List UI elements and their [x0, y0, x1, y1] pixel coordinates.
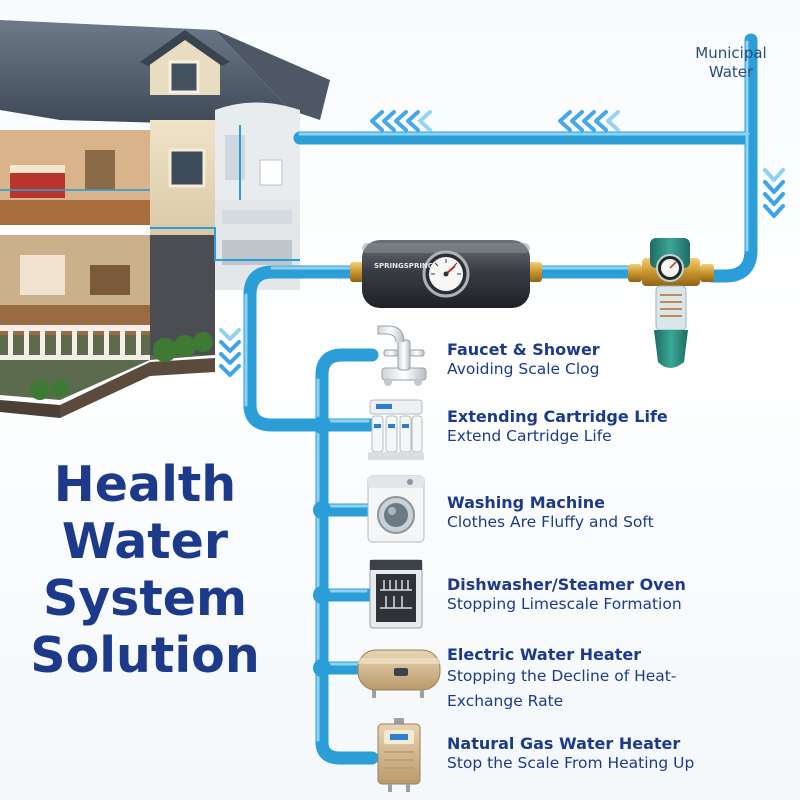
application-desc: Extend Cartridge Life [447, 427, 612, 445]
spin-down-prefilter [628, 238, 714, 368]
municipal-water-label: Municipal Water [676, 44, 786, 82]
application-faucet: Faucet & Shower Avoiding Scale Clog [447, 340, 600, 379]
application-cartridge: Extending Cartridge Life Extend Cartridg… [447, 407, 668, 446]
ro-purifier-icon [368, 399, 424, 460]
application-dishwasher: Dishwasher/Steamer Oven Stopping Limesca… [447, 575, 686, 614]
flow-arrow-left-1 [370, 110, 432, 132]
flow-arrow-left-2 [558, 110, 620, 132]
headline-line-4: Solution [30, 627, 260, 684]
headline: Health Water System Solution [10, 456, 280, 684]
gas-heater-icon [377, 718, 421, 792]
headline-line-1: Health [53, 456, 237, 513]
application-title: Washing Machine [447, 493, 606, 512]
source-label-line-1: Municipal [695, 44, 767, 62]
application-desc: Clothes Are Fluffy and Soft [447, 513, 654, 531]
application-electric-heater: Electric Water Heater Stopping the Decli… [447, 645, 747, 714]
application-title: Extending Cartridge Life [447, 407, 668, 426]
application-gas-heater: Natural Gas Water Heater Stop the Scale … [447, 734, 694, 773]
application-desc: Avoiding Scale Clog [447, 360, 600, 378]
application-desc: Stop the Scale From Heating Up [447, 754, 695, 772]
washing-machine-icon [367, 475, 425, 543]
application-washing-machine: Washing Machine Clothes Are Fluffy and S… [447, 493, 654, 532]
application-title: Electric Water Heater [447, 645, 642, 664]
filter-brand-label: SPRINGSPRING [374, 262, 434, 270]
application-title: Natural Gas Water Heater [447, 734, 681, 753]
water-pipe-network [243, 33, 758, 765]
flow-arrow-down-right [763, 168, 785, 218]
application-desc: Stopping the Decline of Heat-Exchange Ra… [447, 667, 677, 710]
faucet-icon [377, 325, 427, 386]
flow-arrow-down-left [219, 328, 241, 377]
dishwasher-icon [369, 559, 423, 629]
scale-inhibitor-filter: SPRINGSPRING [350, 240, 542, 308]
headline-line-2: Water [61, 513, 229, 570]
headline-line-3: System [42, 570, 248, 627]
application-desc: Stopping Limescale Formation [447, 595, 682, 613]
house-cutaway-illustration [0, 20, 330, 418]
application-title: Faucet & Shower [447, 340, 600, 359]
flow-arrows [219, 110, 785, 377]
application-title: Dishwasher/Steamer Oven [447, 575, 686, 594]
electric-heater-icon [357, 649, 441, 698]
source-label-line-2: Water [708, 63, 754, 81]
